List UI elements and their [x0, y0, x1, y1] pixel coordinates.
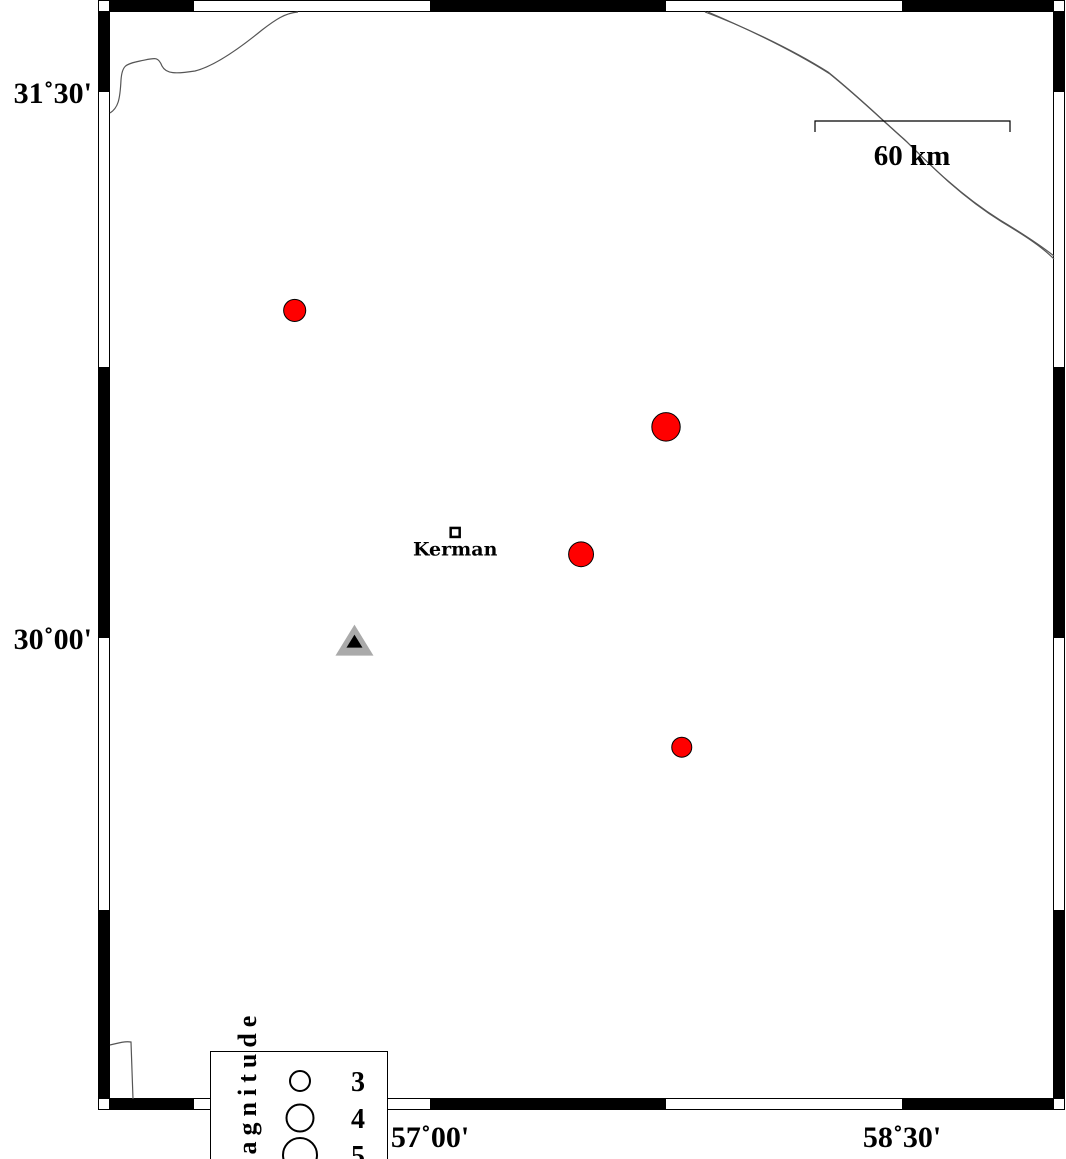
lat-tick-label: 30˚00' [14, 623, 92, 656]
lon-tick-label: 58˚30' [863, 1121, 941, 1154]
earthquake-event-marker [671, 736, 693, 758]
legend-circle-icon [285, 1103, 315, 1133]
legend-label: 3 [351, 1067, 365, 1098]
legend-label: 4 [351, 1104, 365, 1135]
earthquake-event-marker [568, 541, 595, 568]
plot-border [109, 11, 1054, 1099]
city-marker: Kerman [413, 526, 498, 560]
city-square-icon [449, 526, 461, 539]
legend-circle-icon [282, 1137, 318, 1159]
legend-circle-icon [289, 1070, 311, 1092]
legend-title: Magnitude [233, 1010, 262, 1159]
earthquake-event-marker [651, 412, 681, 442]
scale-bar: 60 km [814, 120, 1011, 172]
lat-tick-label: 31˚30' [14, 77, 92, 110]
magnitude-legend: Magnitude 3 4 5 [210, 1010, 388, 1159]
earthquake-event-marker [283, 298, 307, 322]
station-triangle-icon [335, 624, 374, 656]
frame-bars [99, 1, 1064, 1109]
earthquake-events [283, 298, 693, 758]
province-boundaries [109, 11, 1055, 1100]
scale-bar-label: 60 km [874, 140, 951, 172]
lon-tick-label: 57˚00' [391, 1121, 469, 1154]
city-label: Kerman [413, 538, 498, 560]
legend-label: 5 [351, 1141, 365, 1159]
